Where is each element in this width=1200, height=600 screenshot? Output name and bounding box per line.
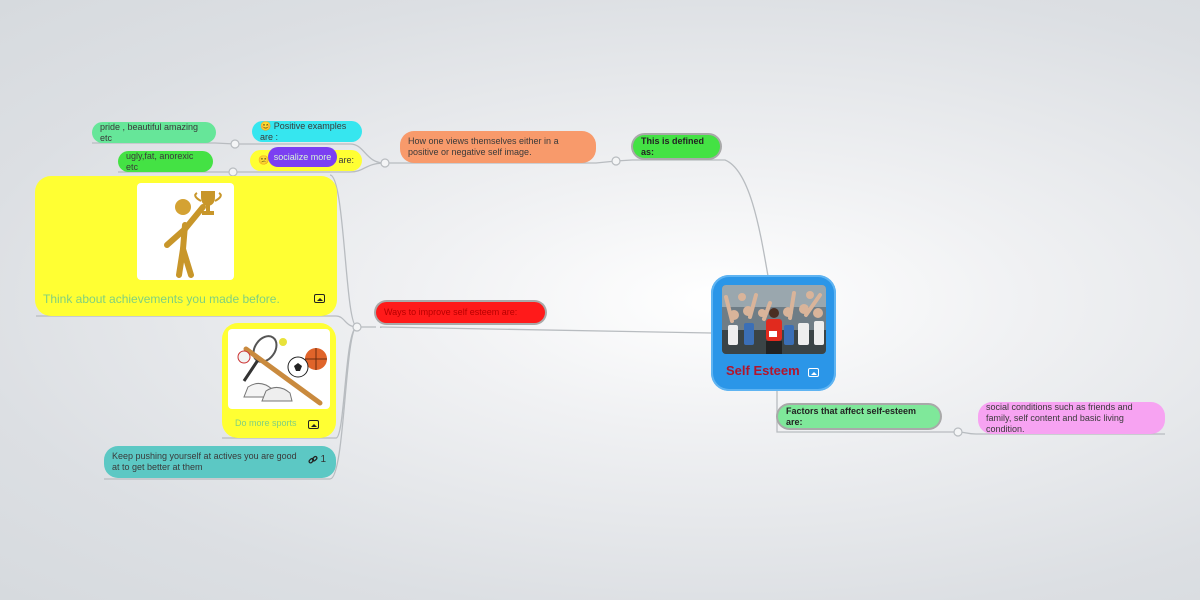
node-positive-values-label: pride , beautiful amazing etc <box>100 121 199 143</box>
node-definition-label: How one views themselves either in a pos… <box>408 136 559 157</box>
link-icon <box>308 455 318 464</box>
link-count-value: 1 <box>320 454 326 465</box>
node-sports-label: Do more sports <box>235 418 297 428</box>
root-label: Self Esteem <box>726 363 800 378</box>
node-positive-values[interactable]: pride , beautiful amazing etc <box>92 122 216 143</box>
node-achievements[interactable]: Think about achievements you made before… <box>35 176 337 316</box>
node-negative-examples-label-tail: s are: <box>331 155 354 165</box>
node-keep-pushing-label: Keep pushing yourself at actives you are… <box>112 451 297 472</box>
image-icon[interactable] <box>314 294 325 303</box>
node-socialize-more[interactable]: socialize more <box>268 147 337 167</box>
node-ways-to-improve-label: Ways to improve self esteem are: <box>384 307 518 317</box>
node-defined-as-label: This is defined as: <box>641 135 705 157</box>
node-positive-examples-label: 😊 Positive examples are : <box>260 120 347 142</box>
image-icon[interactable] <box>308 420 319 429</box>
image-icon[interactable] <box>808 368 819 377</box>
node-sports[interactable]: Do more sports <box>222 323 336 438</box>
node-factors-detail[interactable]: social conditions such as friends and fa… <box>978 402 1165 434</box>
link-count[interactable]: 1 <box>308 454 326 465</box>
node-keep-pushing[interactable]: Keep pushing yourself at actives you are… <box>104 446 336 478</box>
node-socialize-more-label: socialize more <box>273 151 332 162</box>
node-negative-values-label: ugly,fat, anorexic etc <box>126 150 194 172</box>
node-positive-examples[interactable]: 😊 Positive examples are : <box>252 121 362 142</box>
node-defined-as[interactable]: This is defined as: <box>633 135 720 158</box>
sports-equipment-illustration <box>228 329 330 409</box>
node-definition[interactable]: How one views themselves either in a pos… <box>400 131 596 163</box>
root-node-self-esteem[interactable]: Self Esteem <box>711 275 836 391</box>
node-achievements-label: Think about achievements you made before… <box>43 292 280 306</box>
crowd-high-five-photo <box>722 285 826 354</box>
trophy-figure-illustration <box>137 183 234 280</box>
node-factors-label: Factors that affect self-esteem are: <box>786 405 917 427</box>
node-factors-detail-label: social conditions such as friends and fa… <box>986 401 1133 434</box>
node-ways-to-improve[interactable]: Ways to improve self esteem are: <box>376 302 545 323</box>
node-factors[interactable]: Factors that affect self-esteem are: <box>778 405 940 428</box>
node-negative-values[interactable]: ugly,fat, anorexic etc <box>118 151 213 172</box>
